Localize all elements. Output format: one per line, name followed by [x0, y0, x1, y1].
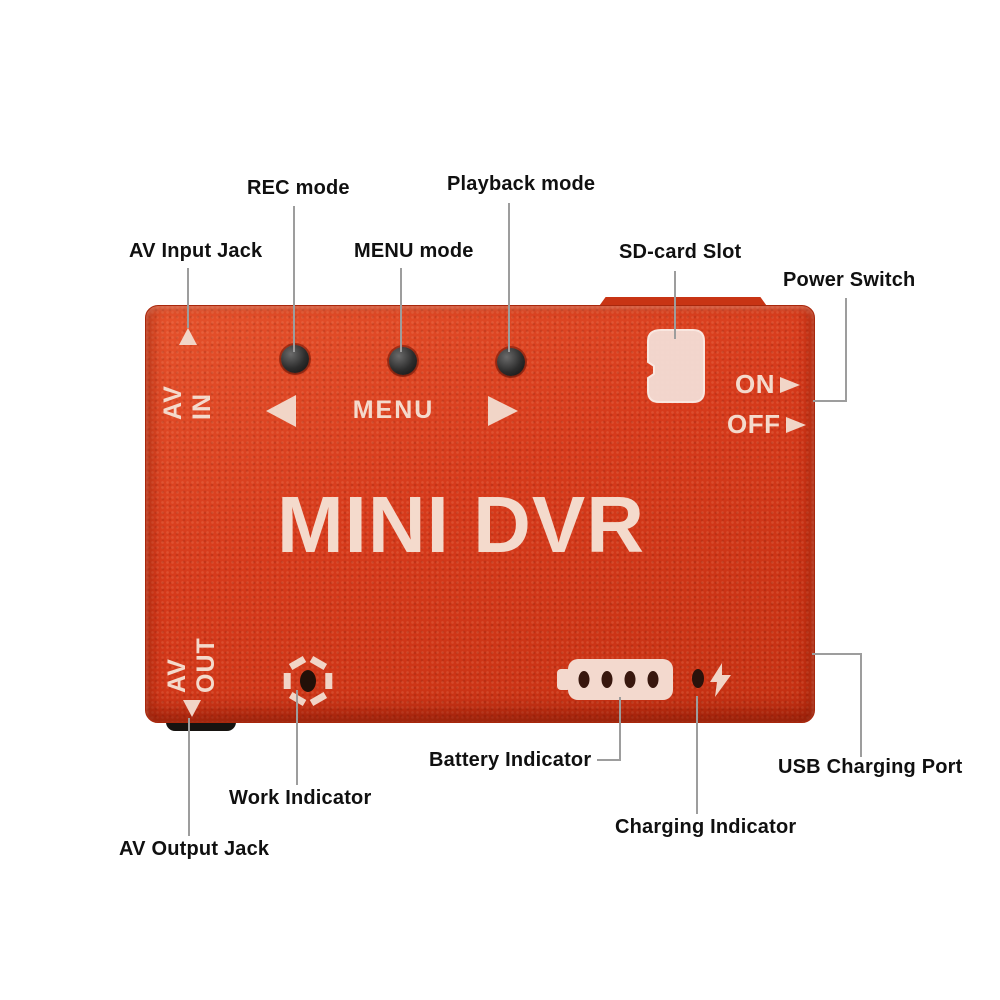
- callout-work-indicator: Work Indicator: [229, 787, 372, 809]
- leader-battery-h: [597, 759, 621, 761]
- leader-power-switch-h: [813, 400, 847, 402]
- callout-av-output-jack: AV Output Jack: [119, 838, 270, 860]
- leader-av-input-jack: [187, 268, 189, 328]
- work-indicator-icon: [283, 652, 333, 710]
- leader-battery-v: [619, 697, 621, 761]
- brand-print: MINI DVR: [277, 480, 645, 569]
- callout-usb-charging-port: USB Charging Port: [778, 756, 963, 778]
- leader-work-indicator: [296, 690, 298, 785]
- av-out-label: AV OUT: [163, 637, 220, 693]
- leader-menu-mode: [400, 268, 402, 352]
- callout-battery-indicator: Battery Indicator: [429, 749, 592, 771]
- on-arrow-icon: [780, 376, 800, 393]
- callout-power-switch: Power Switch: [783, 269, 916, 291]
- playback-mode-button: [497, 348, 525, 376]
- lightning-icon: [710, 663, 731, 697]
- menu-print-label: MENU: [352, 396, 435, 424]
- av-out-marking: AV OUT: [163, 603, 220, 717]
- charging-indicator-led: [692, 669, 704, 688]
- rec-mode-button: [281, 345, 309, 373]
- av-in-marking: AV IN: [159, 328, 216, 420]
- leader-usb-port-h: [812, 653, 862, 655]
- leader-power-switch-v: [845, 298, 847, 402]
- leader-playback-mode: [508, 203, 510, 352]
- sd-card-icon: [647, 329, 705, 403]
- av-in-label: AV IN: [159, 385, 216, 420]
- battery-indicator-icon: [557, 659, 673, 700]
- mini-dvr-device: MENU ON OFF MINI DVR AV IN AV OUT: [145, 305, 815, 723]
- callout-charging-indicator: Charging Indicator: [615, 816, 797, 838]
- callout-sd-card-slot: SD-card Slot: [619, 241, 742, 263]
- on-label: ON: [735, 369, 775, 399]
- leader-charging-indicator: [696, 696, 698, 814]
- av-in-arrow-icon: [179, 328, 197, 345]
- callout-rec-mode: REC mode: [247, 177, 350, 199]
- off-label: OFF: [727, 409, 781, 439]
- callout-menu-mode: MENU mode: [354, 240, 474, 262]
- av-out-arrow-icon: [183, 700, 201, 717]
- leader-sd-card-slot: [674, 271, 676, 339]
- power-off-marking: OFF: [727, 409, 806, 440]
- leader-av-output-jack: [188, 718, 190, 836]
- off-arrow-icon: [785, 416, 806, 433]
- callout-av-input-jack: AV Input Jack: [129, 240, 263, 262]
- left-arrow-icon: [266, 395, 296, 427]
- power-on-marking: ON: [735, 369, 800, 400]
- menu-mode-button: [389, 347, 417, 375]
- leader-rec-mode: [293, 206, 295, 352]
- leader-usb-port-v: [860, 653, 862, 757]
- callout-playback-mode: Playback mode: [447, 173, 596, 195]
- right-arrow-icon: [488, 396, 518, 426]
